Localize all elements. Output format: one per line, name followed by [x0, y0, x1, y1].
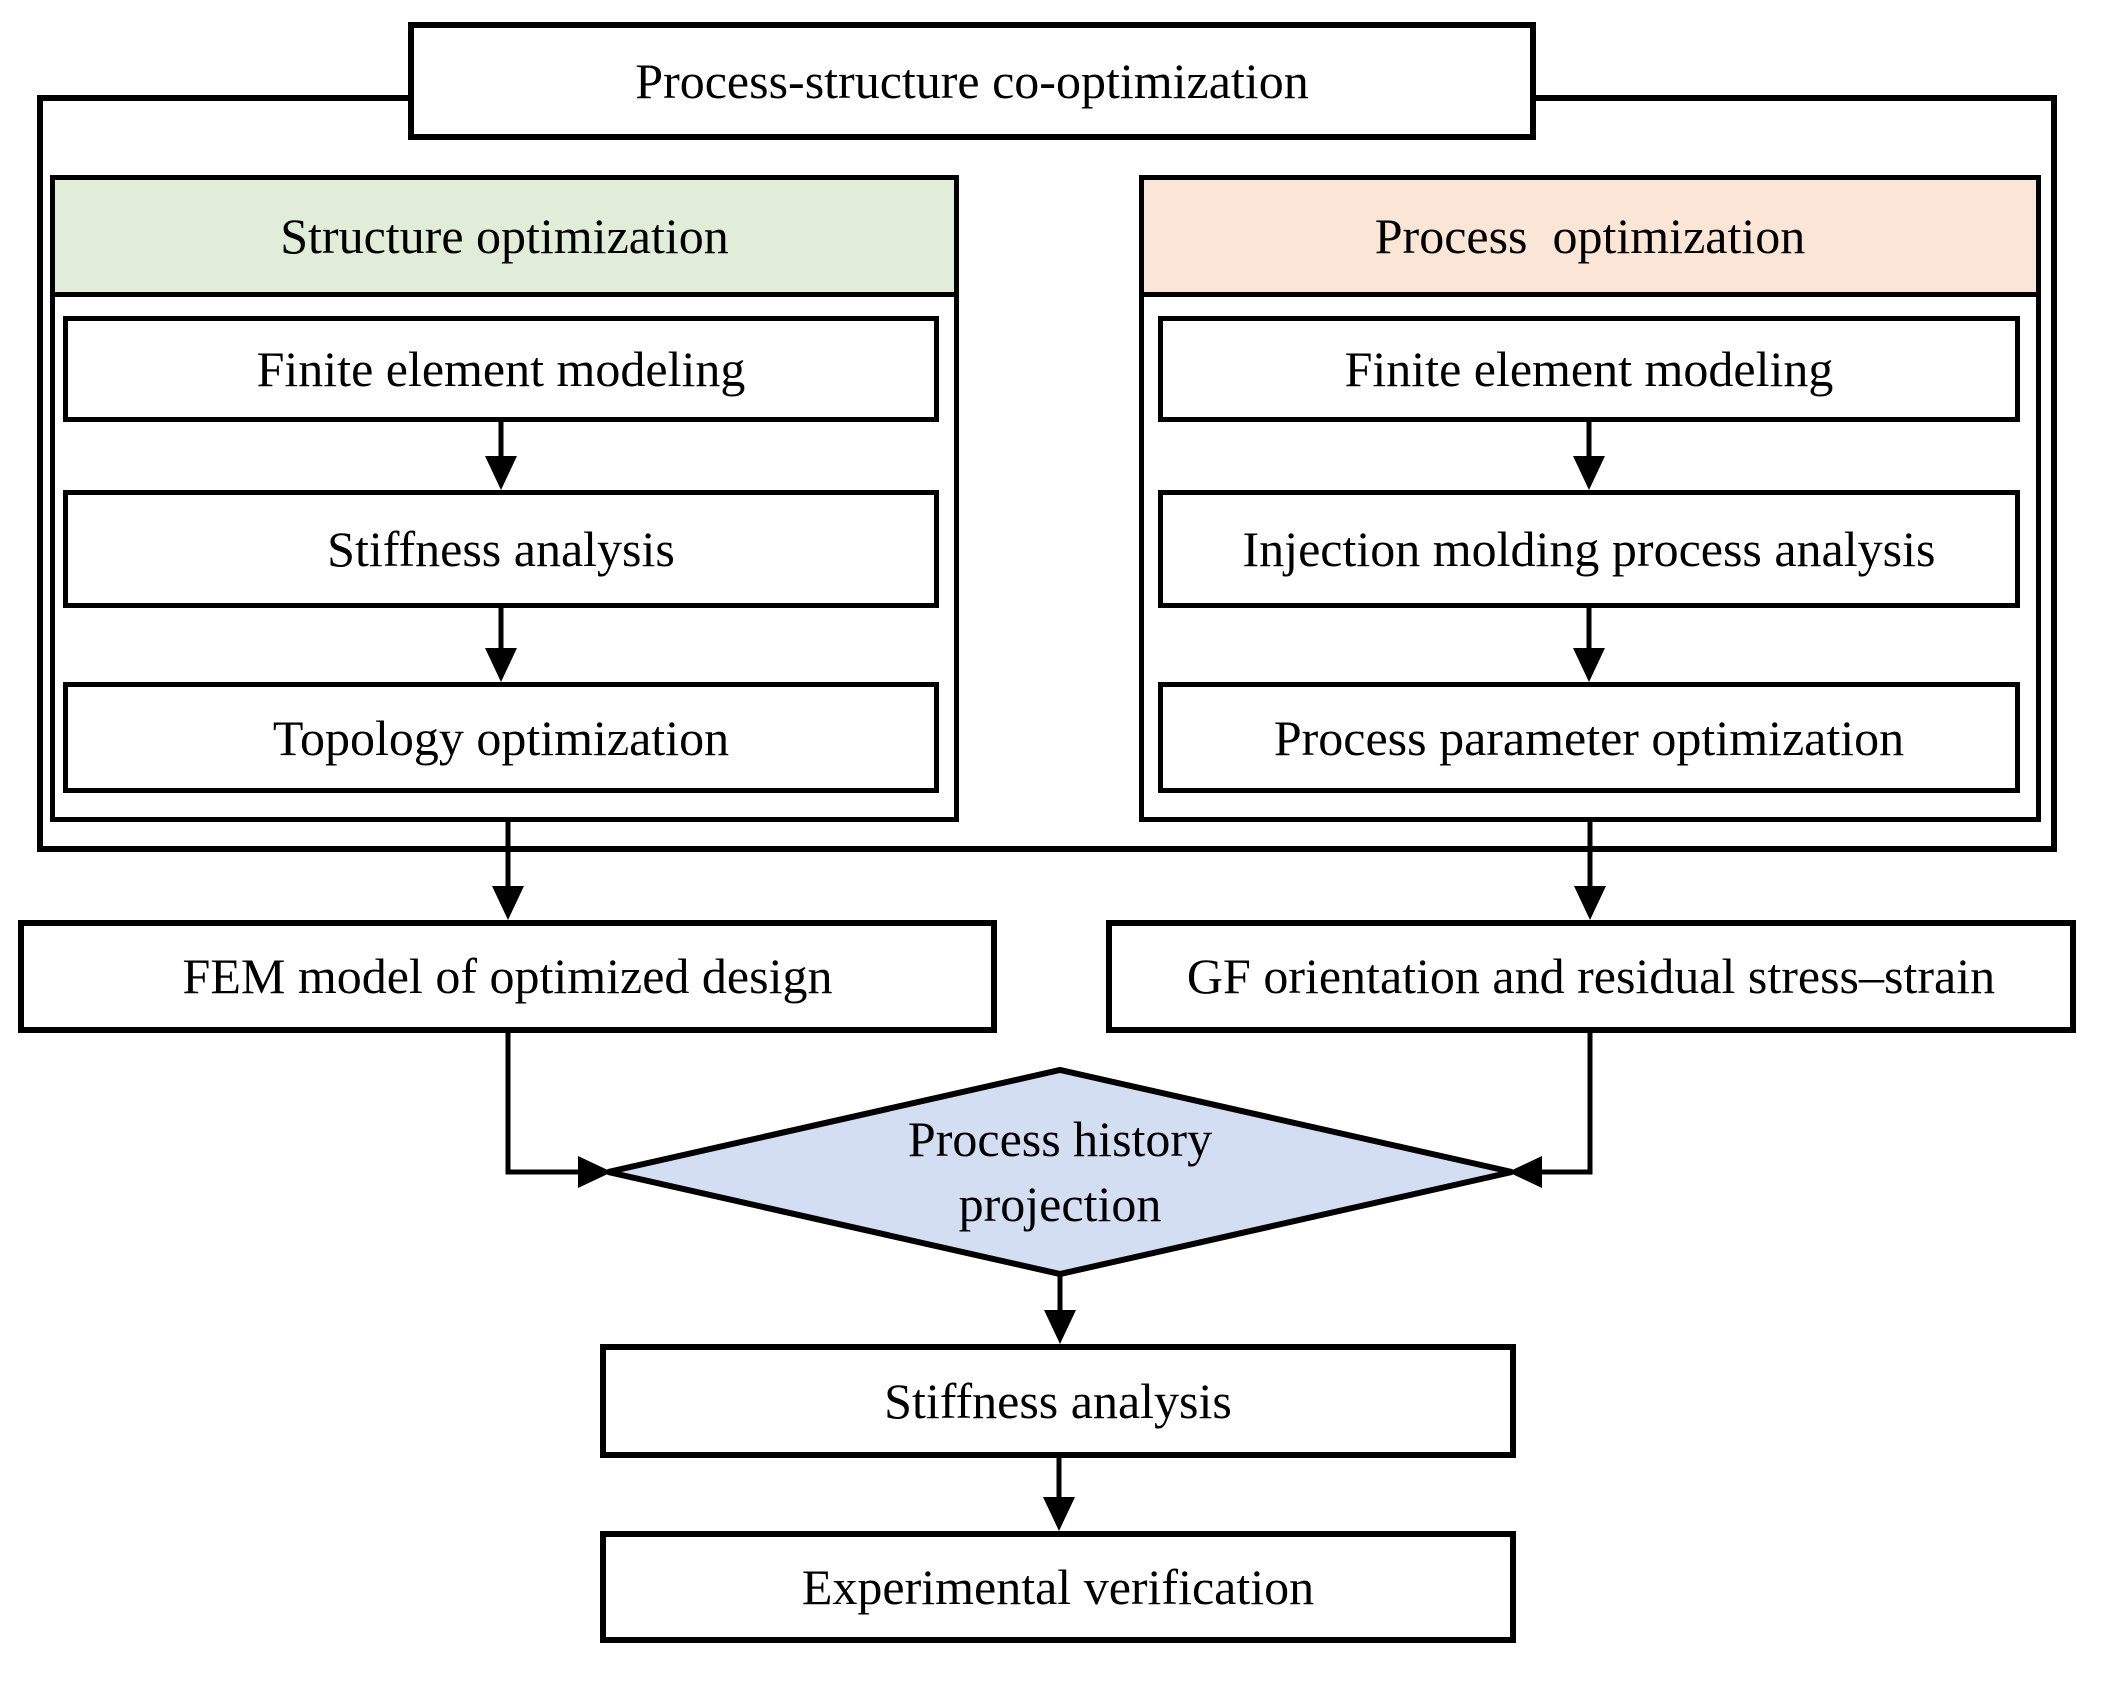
structure-step-topology-label: Topology optimization [272, 709, 730, 766]
arrow-structure-output-to-decision [505, 1033, 612, 1188]
process-step-parameter-label: Process parameter optimization [1273, 709, 1905, 766]
structure-step-stiffness: Stiffness analysis [63, 490, 939, 608]
process-step-injection: Injection molding process analysis [1158, 490, 2020, 608]
structure-step-stiffness-label: Stiffness analysis [327, 521, 675, 577]
decision-label: Process history projection [760, 1080, 1360, 1264]
process-header: Process optimization [1144, 180, 2036, 297]
process-step-parameter: Process parameter optimization [1158, 682, 2020, 793]
decision-label-text: Process history projection [907, 1111, 1213, 1232]
structure-header-label: Structure optimization [280, 208, 729, 264]
final-step-stiffness: Stiffness analysis [600, 1344, 1516, 1458]
arrow-decision-to-stiffness [1044, 1274, 1076, 1344]
structure-output-label: FEM model of optimized design [182, 948, 833, 1004]
decision-diamond [607, 1066, 1513, 1278]
structure-step-topology: Topology optimization [63, 682, 939, 793]
final-step-experimental: Experimental verification [600, 1531, 1516, 1643]
process-step-fem: Finite element modeling [1158, 316, 2020, 422]
process-header-label: Process optimization [1374, 208, 1806, 264]
process-output-label: GF orientation and residual stress–strai… [1186, 948, 1996, 1004]
process-step-fem-label: Finite element modeling [1344, 341, 1834, 397]
structure-output-box: FEM model of optimized design [18, 920, 997, 1033]
arrow-process-output-to-decision [1508, 1033, 1593, 1188]
structure-step-fem: Finite element modeling [63, 316, 939, 422]
structure-header: Structure optimization [55, 180, 954, 297]
process-step-injection-label: Injection molding process analysis [1242, 521, 1936, 577]
process-output-box: GF orientation and residual stress–strai… [1106, 920, 2076, 1033]
final-step-stiffness-label: Stiffness analysis [884, 1372, 1232, 1429]
final-step-experimental-label: Experimental verification [801, 1558, 1315, 1615]
title-box: Process-structure co-optimization [408, 22, 1536, 140]
structure-step-fem-label: Finite element modeling [256, 341, 746, 397]
title-label: Process-structure co-optimization [635, 53, 1309, 109]
arrow-stiffness-to-experimental [1043, 1458, 1075, 1531]
